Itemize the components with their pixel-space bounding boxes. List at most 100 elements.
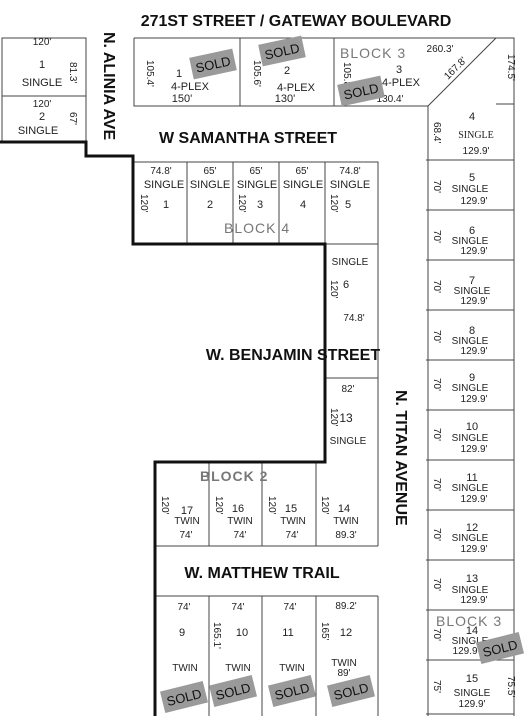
svg-text:2: 2 [207, 199, 213, 211]
svg-text:89': 89' [337, 668, 350, 679]
svg-text:74': 74' [285, 530, 298, 541]
svg-text:120': 120' [213, 496, 224, 515]
svg-text:SOLD: SOLD [342, 80, 380, 102]
svg-text:10: 10 [236, 627, 248, 639]
svg-text:82': 82' [341, 384, 354, 395]
svg-text:3: 3 [257, 199, 263, 211]
svg-text:74': 74' [233, 530, 246, 541]
lot-b4-13: 82' 13 SINGLE 120' [328, 384, 367, 447]
lot-b4-4: 65' SINGLE 4 [283, 166, 323, 211]
svg-text:70': 70' [431, 428, 442, 441]
svg-text:129.9': 129.9' [461, 394, 488, 405]
svg-text:SINGLE: SINGLE [237, 179, 277, 191]
svg-text:SOLD: SOLD [263, 40, 301, 62]
lot-t-15: 15 SINGLE 129.9' 75' 75.5' [431, 673, 516, 710]
svg-text:15: 15 [285, 503, 297, 515]
svg-text:SINGLE: SINGLE [452, 483, 489, 494]
lot-b2-11: 74' 11 TWIN [279, 602, 305, 674]
svg-text:70': 70' [431, 330, 442, 343]
svg-text:SINGLE: SINGLE [18, 125, 58, 137]
svg-text:17: 17 [181, 505, 193, 517]
lot-b2-16: 120' 16 TWIN 74' [213, 496, 253, 541]
svg-text:1: 1 [39, 59, 45, 71]
lot-b4-1: 74.8' SINGLE 1 120' [138, 166, 184, 213]
svg-text:TWIN: TWIN [331, 658, 357, 669]
svg-text:SINGLE: SINGLE [332, 257, 369, 268]
svg-text:70': 70' [431, 478, 442, 491]
svg-text:70': 70' [431, 180, 442, 193]
svg-text:2: 2 [39, 111, 45, 123]
svg-text:7: 7 [469, 275, 475, 287]
svg-text:75': 75' [431, 680, 442, 693]
svg-text:SINGLE: SINGLE [454, 688, 491, 699]
lot-top-1: 105.4' 1 4-PLEX 150' [144, 60, 210, 105]
svg-text:120': 120' [328, 194, 339, 213]
street-label-benjamin: W. BENJAMIN STREET [206, 347, 380, 364]
sold-badge-top-1: SOLD [189, 48, 237, 80]
svg-text:74.8': 74.8' [343, 313, 364, 324]
svg-text:TWIN: TWIN [174, 516, 200, 527]
svg-text:129.9': 129.9' [461, 296, 488, 307]
svg-text:12: 12 [466, 522, 478, 534]
svg-text:120': 120' [138, 194, 149, 213]
lot-b4-3: 65' SINGLE 3 120' [236, 166, 277, 213]
sold-badge-b2-9: SOLD [159, 681, 209, 713]
svg-text:4-PLEX: 4-PLEX [277, 82, 316, 94]
lot-t-10: 10 SINGLE 129.9' 70' [431, 421, 489, 455]
lot-t-6: 6 SINGLE 129.9' 70' [431, 225, 489, 257]
svg-text:120': 120' [33, 99, 52, 110]
svg-text:6: 6 [469, 225, 475, 237]
svg-text:15: 15 [466, 673, 478, 685]
svg-text:129.9': 129.9' [453, 646, 480, 657]
svg-text:SINGLE: SINGLE [452, 585, 489, 596]
svg-text:120': 120' [33, 37, 52, 48]
svg-text:129.9': 129.9' [461, 494, 488, 505]
svg-text:11: 11 [282, 627, 293, 639]
svg-text:SINGLE: SINGLE [283, 179, 323, 191]
lot-b4-6: SINGLE 6 74.8' 120' [328, 257, 369, 324]
sold-badge-top-2: SOLD [258, 35, 306, 67]
svg-text:129.9': 129.9' [461, 196, 488, 207]
svg-text:5: 5 [469, 172, 475, 184]
svg-text:65': 65' [203, 166, 216, 177]
svg-text:120': 120' [266, 496, 277, 515]
svg-text:TWIN: TWIN [172, 663, 198, 674]
svg-text:SINGLE: SINGLE [330, 436, 367, 447]
phase-boundary-line [0, 140, 327, 716]
svg-text:4-PLEX: 4-PLEX [171, 81, 210, 93]
svg-text:5: 5 [345, 199, 351, 211]
street-label-titan: N. TITAN AVENUE [392, 390, 409, 526]
titan-lots: 4 68.4' SINGLE 129.9' 5 SINGLE 129.9' 70… [431, 111, 516, 710]
svg-text:74': 74' [283, 602, 296, 613]
svg-text:174.5': 174.5' [505, 54, 516, 81]
lot-b2-10: 74' 10 TWIN 165.1' [211, 602, 251, 674]
top-lot-3-diagonal [427, 37, 497, 107]
svg-text:11: 11 [466, 472, 477, 484]
svg-text:SINGLE: SINGLE [452, 383, 489, 394]
svg-text:105.6': 105.6' [251, 60, 262, 87]
svg-text:70': 70' [431, 628, 442, 641]
svg-text:105.4': 105.4' [144, 60, 155, 87]
svg-text:120': 120' [328, 280, 339, 299]
svg-text:129.9': 129.9' [461, 444, 488, 455]
svg-text:16: 16 [232, 503, 244, 515]
lot-b4-2: 65' SINGLE 2 [190, 166, 230, 211]
lot-b2-14: 120' 14 TWIN 89.3' [319, 496, 359, 541]
svg-text:3: 3 [396, 64, 402, 76]
svg-text:SINGLE: SINGLE [452, 336, 489, 347]
svg-text:70': 70' [431, 378, 442, 391]
lot-labels: 120' 1 SINGLE 81.3' 120' 2 SINGLE 67' 10… [18, 37, 516, 679]
block3-bottom-label: BLOCK 3 [436, 613, 502, 629]
svg-text:TWIN: TWIN [225, 663, 251, 674]
svg-text:130': 130' [275, 93, 295, 105]
svg-text:68.4': 68.4' [431, 122, 442, 143]
svg-text:120': 120' [236, 194, 247, 213]
block2-label: BLOCK 2 [200, 468, 268, 484]
svg-text:SINGLE: SINGLE [458, 130, 494, 141]
svg-text:74.8': 74.8' [339, 166, 360, 177]
lot-t-13: 13 SINGLE 129.9' 70' [431, 573, 489, 606]
svg-text:4-PLEX: 4-PLEX [382, 77, 421, 89]
lot-t-7: 7 SINGLE 129.9' 70' [431, 275, 491, 307]
svg-text:89.2': 89.2' [335, 601, 356, 612]
